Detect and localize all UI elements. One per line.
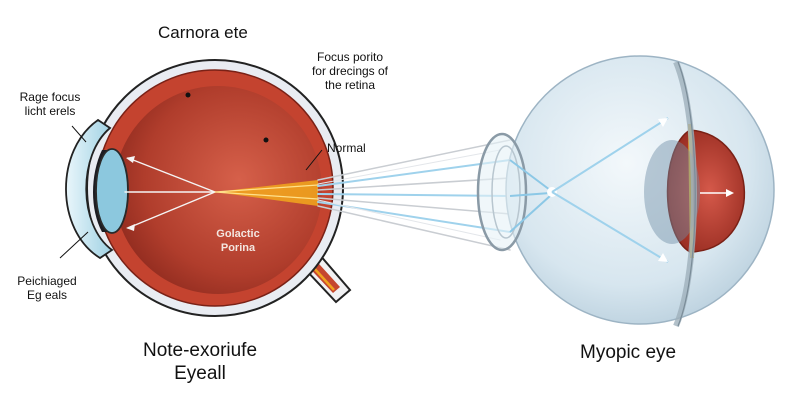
myopic-front-lens [476, 132, 528, 252]
left-caption-line-1: Note-exoriufe [142, 340, 258, 361]
right-eye-caption: Myopic eye [580, 342, 677, 363]
focus-note-label: Focus porito for drecings of the retina [300, 50, 400, 92]
left-eye-caption: Note-exoriufe Eyeall [120, 339, 280, 385]
peichiaged-line-1: Peichiaged [17, 274, 77, 288]
myopic-retina [666, 129, 746, 253]
diagram-title: Carnora ete [158, 23, 248, 42]
arrowhead [658, 253, 668, 262]
myopic-cornea-curve-line [677, 61, 696, 327]
lens [95, 148, 129, 234]
focus-note-line-3: the retina [324, 78, 376, 92]
arrowhead [726, 189, 734, 197]
myopic-front-lens-inner [491, 145, 521, 239]
myopic-cornea-curve [673, 60, 697, 328]
marker-dot [185, 92, 191, 98]
myopic-vitreous [644, 140, 700, 244]
normal-label: Normal [327, 141, 366, 155]
inner-retina-label: Golactic Porina [204, 227, 272, 255]
callout-lines [59, 125, 323, 259]
light-rays [317, 139, 511, 251]
rage-focus-line-2: licht erels [24, 104, 76, 118]
inner-label-line-1: Golactic [216, 228, 260, 240]
rage-focus-label: Rage focus licht erels [12, 90, 88, 118]
marker-dot [263, 137, 269, 143]
focus-note-line-1: Focus porito [316, 50, 384, 64]
cornea [65, 118, 114, 260]
left-caption-line-2: Eyeall [174, 363, 226, 384]
normal-eyeball [65, 59, 352, 317]
peichiaged-label: Peichiaged Eg eals [10, 274, 84, 302]
peichiaged-line-2: Eg eals [26, 288, 68, 302]
arrowhead [658, 118, 668, 127]
focus-note-line-2: for drecings of [311, 64, 389, 78]
arrowhead [126, 156, 135, 163]
arrowhead [126, 224, 135, 231]
internal-rays [124, 156, 319, 231]
myopic-eye [476, 55, 775, 328]
rage-focus-line-1: Rage focus [19, 90, 81, 104]
inner-label-line-2: Porina [220, 242, 256, 254]
vitreous-chamber [114, 86, 322, 294]
